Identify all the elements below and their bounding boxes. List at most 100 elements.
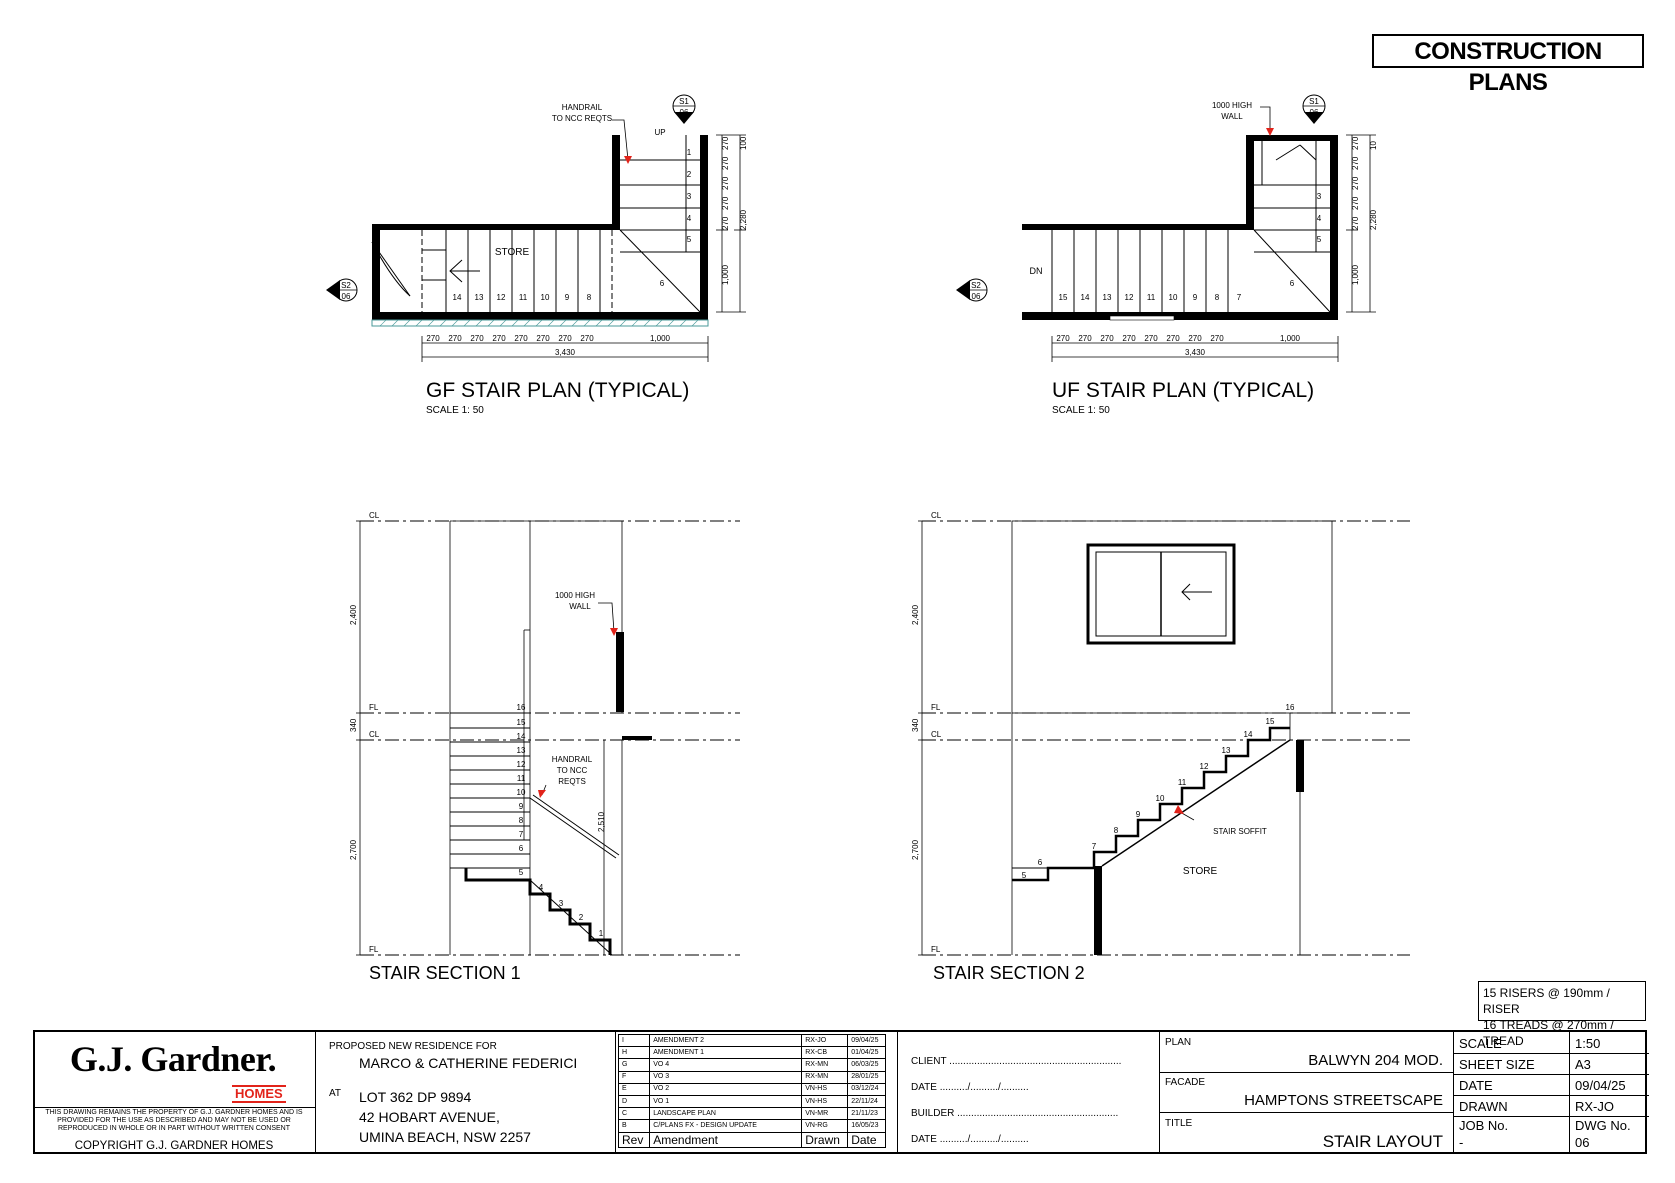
s1-level-cl: CL bbox=[369, 511, 380, 520]
s1-wall-note-2: WALL bbox=[569, 602, 591, 611]
scale-label: SCALE bbox=[1459, 1036, 1502, 1051]
uf-tread-num: 13 bbox=[1103, 293, 1112, 302]
uf-plan-title: UF STAIR PLAN (TYPICAL) bbox=[1052, 379, 1315, 402]
amendment-rev: D bbox=[617, 1094, 651, 1109]
gf-dim-tread: 270 bbox=[426, 334, 440, 343]
client-date-line: DATE ........../........../.......... bbox=[911, 1082, 1029, 1093]
rev-header: Rev bbox=[617, 1131, 651, 1148]
uf-dim-tread: 270 bbox=[1122, 334, 1136, 343]
uf-wall-note: 1000 HIGH bbox=[1212, 101, 1252, 110]
uf-dim-right: 270 bbox=[1351, 216, 1360, 230]
gf-dim-right: 270 bbox=[721, 156, 730, 170]
s2-riser-num: 12 bbox=[1200, 762, 1209, 771]
s2-store-label: STORE bbox=[1183, 866, 1218, 877]
uf-dim-landing: 1,000 bbox=[1280, 334, 1301, 343]
client-sign-line: CLIENT .................................… bbox=[911, 1056, 1122, 1067]
s1-riser-num: 14 bbox=[517, 732, 526, 741]
amendment-rev: I bbox=[617, 1033, 651, 1048]
amendment-date: 09/04/25 bbox=[847, 1033, 886, 1048]
s1-level-cl: CL bbox=[369, 730, 380, 739]
amendment-drawn: RX-MN bbox=[801, 1058, 849, 1072]
gf-plan-title: GF STAIR PLAN (TYPICAL) bbox=[426, 379, 690, 402]
uf-tread-num: 3 bbox=[1317, 192, 1322, 201]
gf-stair-plan: HANDRAIL TO NCC REQTS UP STORE 1 2 3 4 5… bbox=[326, 94, 748, 362]
drawing-number-value: 06 bbox=[1575, 1135, 1590, 1150]
s1-riser-num: 10 bbox=[517, 788, 526, 797]
stair-section-1: 1000 HIGH WALL HANDRAIL TO NCC REQTS 2,4… bbox=[349, 511, 740, 956]
risers-spec: 15 RISERS @ 190mm / RISER bbox=[1483, 986, 1610, 1016]
drawn-header: Drawn bbox=[801, 1131, 849, 1148]
uf-tread-num: 10 bbox=[1169, 293, 1178, 302]
s1-riser-num: 1 bbox=[599, 929, 604, 938]
gf-dim-tread: 270 bbox=[492, 334, 506, 343]
s1-handrail-note-2: TO NCC bbox=[557, 766, 588, 775]
uf-dim-tread: 270 bbox=[1210, 334, 1224, 343]
uf-tread-num: 5 bbox=[1317, 235, 1322, 244]
uf-section-marker-s2[interactable]: S2 06 bbox=[956, 278, 988, 302]
s2-riser-num: 13 bbox=[1222, 746, 1231, 755]
gf-dim-right: 2,280 bbox=[739, 209, 748, 230]
date-header: Date bbox=[847, 1131, 886, 1148]
treads-spec: 16 TREADS @ 270mm / TREAD bbox=[1483, 1018, 1614, 1048]
s2-riser-num: 8 bbox=[1114, 826, 1119, 835]
facade-value: HAMPTONS STREETSCAPE bbox=[1244, 1092, 1443, 1109]
s1-level-fl: FL bbox=[369, 703, 379, 712]
gf-handrail-note-2: TO NCC REQTS bbox=[552, 114, 612, 123]
svg-text:S2: S2 bbox=[971, 281, 981, 290]
gf-dim-tread: 270 bbox=[558, 334, 572, 343]
s1-wall-note: 1000 HIGH bbox=[555, 591, 595, 600]
gf-tread-num: 13 bbox=[475, 293, 484, 302]
gf-tread-num: 11 bbox=[519, 293, 528, 302]
gf-dim-right: 270 bbox=[721, 196, 730, 210]
gf-tread-num: 8 bbox=[587, 293, 592, 302]
s2-riser-num: 15 bbox=[1266, 717, 1275, 726]
s2-riser-num: 11 bbox=[1178, 778, 1187, 787]
s2-riser-num: 14 bbox=[1244, 730, 1253, 739]
address-line-1: LOT 362 DP 9894 bbox=[359, 1089, 472, 1105]
address-line-2: 42 HOBART AVENUE, bbox=[359, 1109, 500, 1125]
proposed-label: PROPOSED NEW RESIDENCE FOR bbox=[329, 1041, 497, 1052]
amendment-drawn: VN-RG bbox=[801, 1119, 849, 1133]
gf-dim-tread: 270 bbox=[448, 334, 462, 343]
gf-section-marker-s2[interactable]: S2 06 bbox=[326, 278, 358, 302]
amendment-rev: G bbox=[617, 1058, 651, 1072]
amendment-date: 16/05/23 bbox=[847, 1119, 886, 1133]
uf-tread-num: 14 bbox=[1081, 293, 1090, 302]
uf-section-marker-s1[interactable]: S1 06 bbox=[1302, 94, 1326, 124]
amendment-date: 06/03/25 bbox=[847, 1058, 886, 1072]
svg-text:06: 06 bbox=[972, 292, 981, 301]
section-2-title: STAIR SECTION 2 bbox=[933, 963, 1085, 983]
s2-level-cl: CL bbox=[931, 730, 942, 739]
s1-handrail-note-3: REQTS bbox=[558, 777, 586, 786]
gf-plan-scale: SCALE 1: 50 bbox=[426, 405, 484, 416]
gf-dim-tread: 270 bbox=[580, 334, 594, 343]
gf-dim-right: 270 bbox=[721, 216, 730, 230]
uf-dim-right: 270 bbox=[1351, 156, 1360, 170]
s1-riser-num: 16 bbox=[517, 703, 526, 712]
gf-section-marker-s1[interactable]: S1 06 bbox=[672, 94, 696, 124]
amendment-desc: VO 2 bbox=[649, 1082, 803, 1096]
amendment-drawn: VN-HS bbox=[801, 1082, 849, 1096]
sheet-size-value: A3 bbox=[1575, 1057, 1591, 1072]
uf-tread-num: 12 bbox=[1125, 293, 1134, 302]
amendment-rev: F bbox=[617, 1070, 651, 1084]
date-value: 09/04/25 bbox=[1575, 1078, 1626, 1093]
s1-riser-num: 5 bbox=[519, 868, 524, 877]
uf-dim-tread: 270 bbox=[1144, 334, 1158, 343]
amendment-drawn: VN-HS bbox=[801, 1094, 849, 1109]
uf-dim-tread: 270 bbox=[1188, 334, 1202, 343]
copyright-text: COPYRIGHT G.J. GARDNER HOMES bbox=[74, 1140, 274, 1152]
uf-dim-tread: 270 bbox=[1166, 334, 1180, 343]
section-1-title: STAIR SECTION 1 bbox=[369, 963, 521, 983]
uf-dn-label: DN bbox=[1030, 266, 1043, 276]
uf-tread-num: 7 bbox=[1237, 293, 1242, 302]
gf-dim-landing: 1,000 bbox=[650, 334, 671, 343]
gf-handrail-note: HANDRAIL bbox=[562, 103, 603, 112]
gf-dim-right: 1,000 bbox=[721, 264, 730, 285]
s2-dim-floor: 340 bbox=[911, 718, 920, 732]
amendment-date: 28/01/25 bbox=[847, 1070, 886, 1084]
s1-riser-num: 8 bbox=[519, 816, 524, 825]
scale-value: 1:50 bbox=[1575, 1036, 1601, 1051]
uf-tread-num: 6 bbox=[1290, 279, 1295, 288]
